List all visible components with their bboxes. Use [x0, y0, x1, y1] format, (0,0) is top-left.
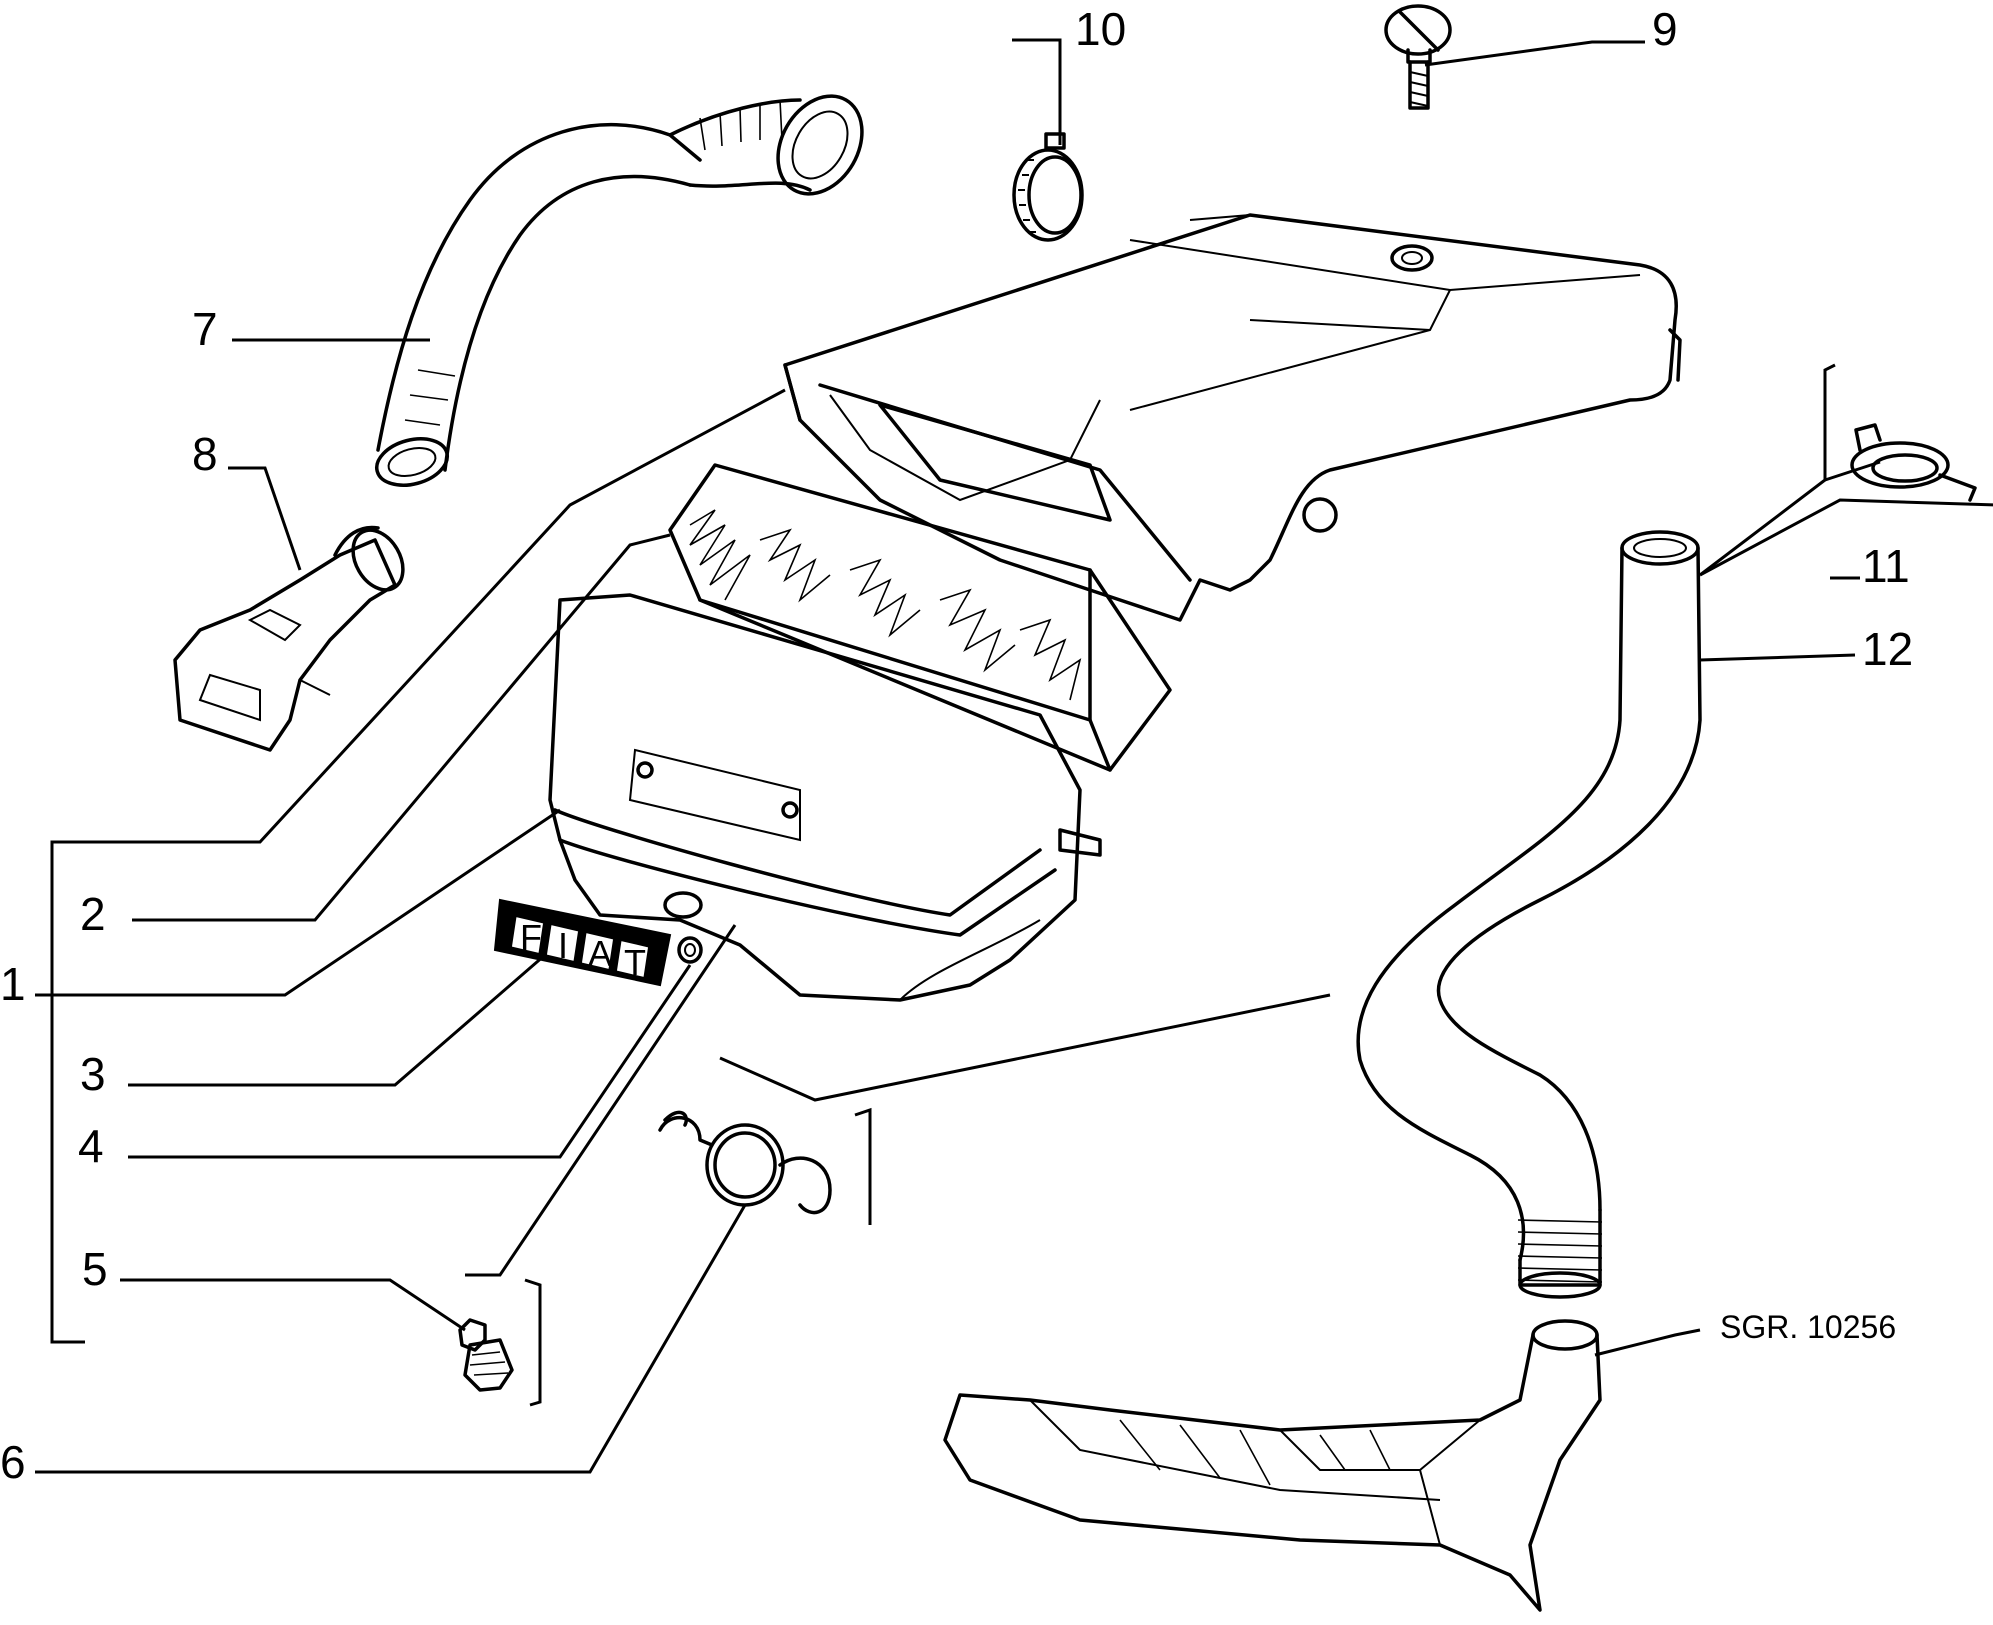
air-box-base-part-3: [548, 593, 1102, 1002]
hose-part-7: [375, 94, 864, 487]
intake-pipe-part-12: [943, 530, 1702, 1612]
callout-4: 4: [78, 1120, 104, 1172]
wire-clip-part-6: [658, 1110, 832, 1215]
screw-part-9: [1384, 4, 1452, 110]
fiat-badge: F I A T: [493, 898, 672, 987]
hose-clip-part-11: [1850, 423, 1977, 502]
callout-11: 11: [1862, 540, 1910, 592]
callout-7: 7: [192, 303, 218, 355]
callout-8: 8: [192, 428, 218, 480]
grommet-part-4: [677, 936, 703, 964]
intake-duct-part-8: [173, 525, 405, 752]
callout-9: 9: [1652, 3, 1678, 55]
air-box-cover-part-1: [783, 213, 1682, 622]
hose-clamp-part-10: [1012, 132, 1084, 242]
callout-5: 5: [82, 1243, 108, 1295]
badge-letter-3: A: [588, 933, 612, 974]
leader-lines: [35, 38, 1993, 1474]
badge-letter-1: F: [520, 917, 542, 958]
badge-letter-4: T: [624, 942, 646, 983]
drain-valve-part-5: [458, 1318, 514, 1392]
reference-code: SGR. 10256: [1720, 1309, 1896, 1345]
filter-element-part-2: [668, 463, 1172, 772]
callout-12: 12: [1862, 623, 1913, 675]
callout-1: 1: [0, 958, 26, 1010]
callout-3: 3: [80, 1048, 106, 1100]
callout-2: 2: [80, 888, 106, 940]
badge-letter-2: I: [558, 925, 568, 966]
callout-10: 10: [1075, 3, 1126, 55]
callout-6: 6: [0, 1436, 26, 1488]
